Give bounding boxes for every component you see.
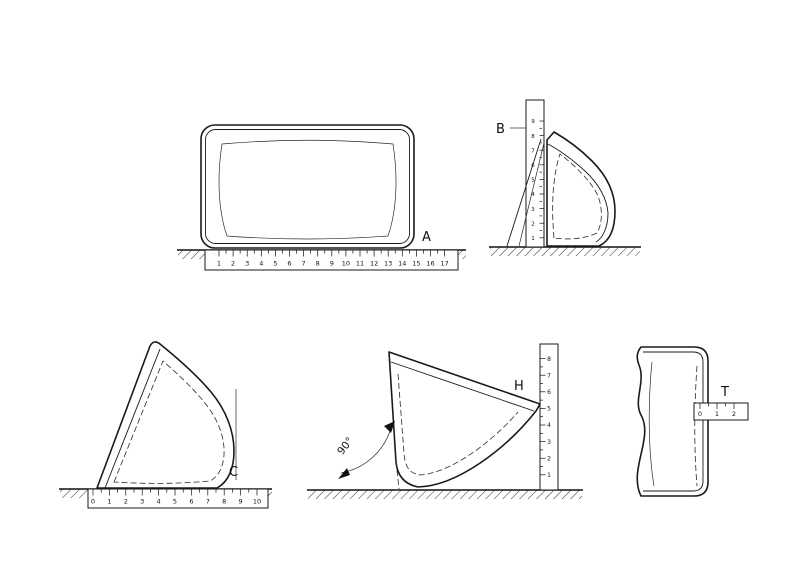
ruler-number: 2 <box>531 221 535 227</box>
ruler-number: 1 <box>107 498 111 506</box>
ruler-number: 17 <box>440 260 448 268</box>
ruler-number: 4 <box>157 498 161 506</box>
figure-c-group: 0 1 2 3 4 5 6 7 8 9 10 C <box>59 341 272 509</box>
ruler-t: 0 1 2 <box>693 402 749 421</box>
ruler-number: 4 <box>531 192 535 198</box>
angle-arrow-lower <box>338 468 350 479</box>
figure-t-label: T <box>720 385 729 400</box>
ruler-number: 5 <box>531 178 535 184</box>
ruler-number: 5 <box>273 260 277 268</box>
ruler-number: 8 <box>222 498 226 506</box>
bucket-hidden-contour <box>397 373 519 476</box>
figure-b-label: B <box>496 122 505 137</box>
ruler-number: 3 <box>547 439 551 446</box>
bucket-side-outline <box>96 341 235 489</box>
ruler-number: 3 <box>531 207 535 213</box>
ruler-number: 15 <box>412 260 420 268</box>
ruler-number: 1 <box>531 236 535 242</box>
ruler-number: 6 <box>287 260 291 268</box>
bucket-front-outline <box>200 124 415 249</box>
top-band-inner-line <box>390 361 535 412</box>
bucket-edge-line <box>506 138 542 247</box>
ruler-number: 2 <box>547 455 551 462</box>
ruler-number: 8 <box>316 260 320 268</box>
ruler-number: 14 <box>398 260 406 268</box>
ruler-number: 5 <box>173 498 177 506</box>
ruler-number: 16 <box>426 260 434 268</box>
angle-90-label: 90° <box>335 435 356 457</box>
ruler-number: 8 <box>531 134 535 140</box>
ruler-number: 11 <box>356 260 364 268</box>
ruler-number: 3 <box>245 260 249 268</box>
bucket-hidden-contour <box>552 153 602 240</box>
inner-wall-hidden-line <box>694 365 698 487</box>
bucket-hidden-contour <box>113 360 225 484</box>
ruler-number: 7 <box>547 372 551 379</box>
ruler-number: 8 <box>547 356 551 363</box>
figure-t-group: 0 1 2 T <box>636 346 749 497</box>
ruler-number: 12 <box>370 260 378 268</box>
ruler-number: 6 <box>547 389 551 396</box>
angle-arc <box>340 423 393 474</box>
ruler-number: 6 <box>531 163 535 169</box>
back-plate-line <box>104 348 161 489</box>
ruler-number: 10 <box>342 260 350 268</box>
bucket-edge-inner-line <box>518 142 545 247</box>
ruler-number: 1 <box>547 472 551 479</box>
ruler-number: 10 <box>253 498 261 506</box>
ruler-number: 1 <box>715 410 719 418</box>
ground-hatch <box>308 490 582 499</box>
ruler-body <box>693 402 749 421</box>
ruler-number: 4 <box>547 422 551 429</box>
ruler-number: 0 <box>91 498 95 506</box>
ruler-number: 2 <box>231 260 235 268</box>
ruler-number: 3 <box>140 498 144 506</box>
figure-h-label: H <box>514 379 524 394</box>
ruler-number: 4 <box>259 260 263 268</box>
inner-contour-line <box>648 361 655 487</box>
bucket-front-inner-edge <box>205 129 410 244</box>
figure-c-label: C <box>229 465 238 480</box>
figure-b-group: 1 2 3 4 5 6 7 8 9 B <box>489 99 641 256</box>
ruler-number: 7 <box>206 498 210 506</box>
ruler-number: 9 <box>239 498 243 506</box>
ruler-number: 7 <box>531 148 535 154</box>
ruler-number: 1 <box>217 260 221 268</box>
ruler-number: 9 <box>531 119 535 125</box>
ruler-number: 13 <box>384 260 392 268</box>
ruler-number: 6 <box>189 498 193 506</box>
angle-extension-line <box>395 460 400 490</box>
ruler-c: 0 1 2 3 4 5 6 7 8 9 10 <box>87 488 269 509</box>
ruler-number: 2 <box>124 498 128 506</box>
bucket-side-outline <box>546 131 616 247</box>
ruler-number: 7 <box>302 260 306 268</box>
ruler-number: 2 <box>732 410 736 418</box>
bucket-shell-line <box>547 143 609 243</box>
ground-hatch <box>490 247 640 256</box>
bucket-section-outline <box>636 346 709 497</box>
angle-arrow-upper <box>384 421 395 433</box>
ruler-number: 5 <box>547 406 551 413</box>
figure-a-label: A <box>422 230 431 245</box>
bucket-side-outline <box>388 351 541 488</box>
ruler-number: 0 <box>698 410 702 418</box>
ruler-h: 1 2 3 4 5 6 7 8 <box>539 343 559 491</box>
ruler-body <box>525 99 545 248</box>
ruler-body <box>87 488 269 509</box>
bucket-front-inner-contour <box>218 139 397 240</box>
ruler-b: 1 2 3 4 5 6 7 8 9 <box>525 99 545 248</box>
bucket-section-inner-edge <box>643 351 704 492</box>
figure-h-group: 1 2 3 4 5 6 7 8 90° H <box>307 343 583 499</box>
ruler-number: 9 <box>330 260 334 268</box>
